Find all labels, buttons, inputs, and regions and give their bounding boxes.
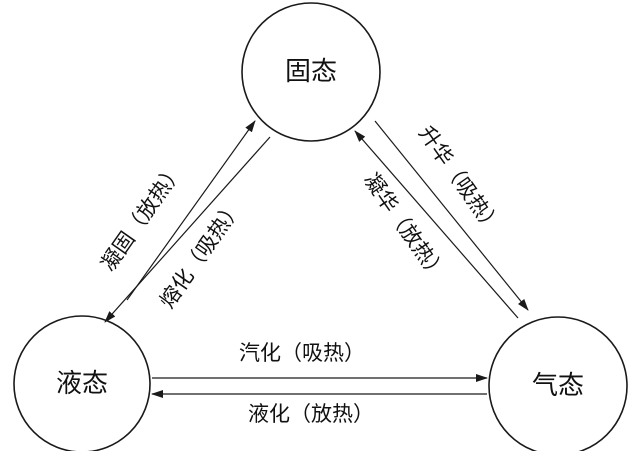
- node-liquid-label: 液态: [56, 369, 108, 399]
- node-liquid: 液态: [13, 315, 151, 451]
- label-deposition: 凝华（放热）: [359, 169, 451, 286]
- node-gas: 气态: [488, 316, 628, 451]
- label-melting: 熔化（吸热）: [155, 196, 247, 313]
- node-solid: 固态: [241, 2, 381, 142]
- arrow-deposition: [354, 130, 519, 319]
- node-solid-circle: [241, 2, 381, 142]
- label-sublimation: 升华（吸热）: [414, 122, 506, 239]
- node-solid-label: 固态: [285, 57, 337, 87]
- label-liquefaction: 液化（放热）: [248, 402, 374, 426]
- label-freezing: 凝固（放热）: [96, 159, 188, 276]
- arrow-freezing: [126, 120, 256, 301]
- arrow-sublimation: [374, 120, 529, 311]
- node-gas-circle: [488, 316, 628, 451]
- node-gas-label: 气态: [532, 371, 584, 401]
- label-vaporization: 汽化（吸热）: [239, 341, 365, 365]
- node-liquid-circle: [13, 315, 151, 451]
- arrow-melting: [104, 136, 271, 323]
